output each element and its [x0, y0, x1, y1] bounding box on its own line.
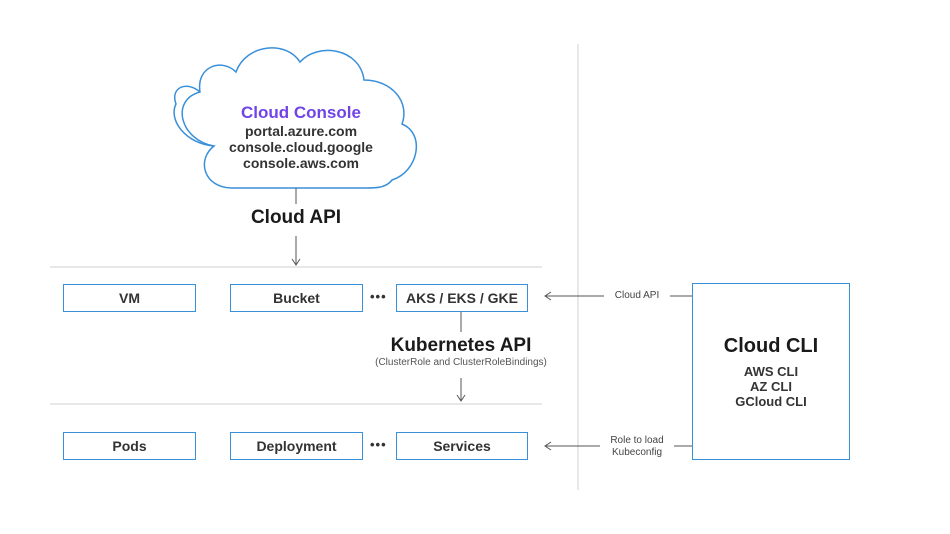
pods-box: Pods: [63, 432, 196, 460]
cloud-url-google: console.cloud.google: [229, 139, 373, 155]
services-box: Services: [396, 432, 528, 460]
vm-box: VM: [63, 284, 196, 312]
cloud-url-azure: portal.azure.com: [244, 123, 358, 139]
cloud-row-ellipsis: •••: [370, 289, 387, 304]
kubernetes-api: Kubernetes API (ClusterRole and ClusterR…: [356, 335, 566, 368]
role-kubeconfig-label: Role to load Kubeconfig: [600, 435, 674, 459]
cloud-back-shape: [173, 85, 215, 147]
kubernetes-api-subtitle: (ClusterRole and ClusterRoleBindings): [375, 357, 547, 368]
cloud-url-aws: console.aws.com: [243, 155, 359, 171]
cloud-shape: [181, 47, 418, 189]
kubernetes-api-title: Kubernetes API: [390, 335, 532, 356]
cloud-cli-title: Cloud CLI: [723, 334, 819, 357]
az-cli-label: AZ CLI: [750, 378, 792, 394]
gcloud-cli-label: GCloud CLI: [735, 393, 807, 409]
cloud-api-label: Cloud API: [250, 207, 342, 228]
deployment-box: Deployment: [230, 432, 363, 460]
cloud-cli-box: Cloud CLI AWS CLI AZ CLI GCloud CLI: [692, 283, 850, 460]
role-label-line2: Kubeconfig: [611, 447, 663, 458]
cloud-console: Cloud Console portal.azure.com console.c…: [216, 103, 386, 171]
bucket-box: Bucket: [230, 284, 363, 312]
aws-cli-label: AWS CLI: [743, 363, 799, 379]
cloud-api-arrow-label: Cloud API: [604, 290, 670, 302]
role-label-line1: Role to load: [610, 435, 664, 446]
aks-eks-gke-box: AKS / EKS / GKE: [396, 284, 528, 312]
k8s-row-ellipsis: •••: [370, 437, 387, 452]
cloud-console-title: Cloud Console: [241, 103, 361, 122]
